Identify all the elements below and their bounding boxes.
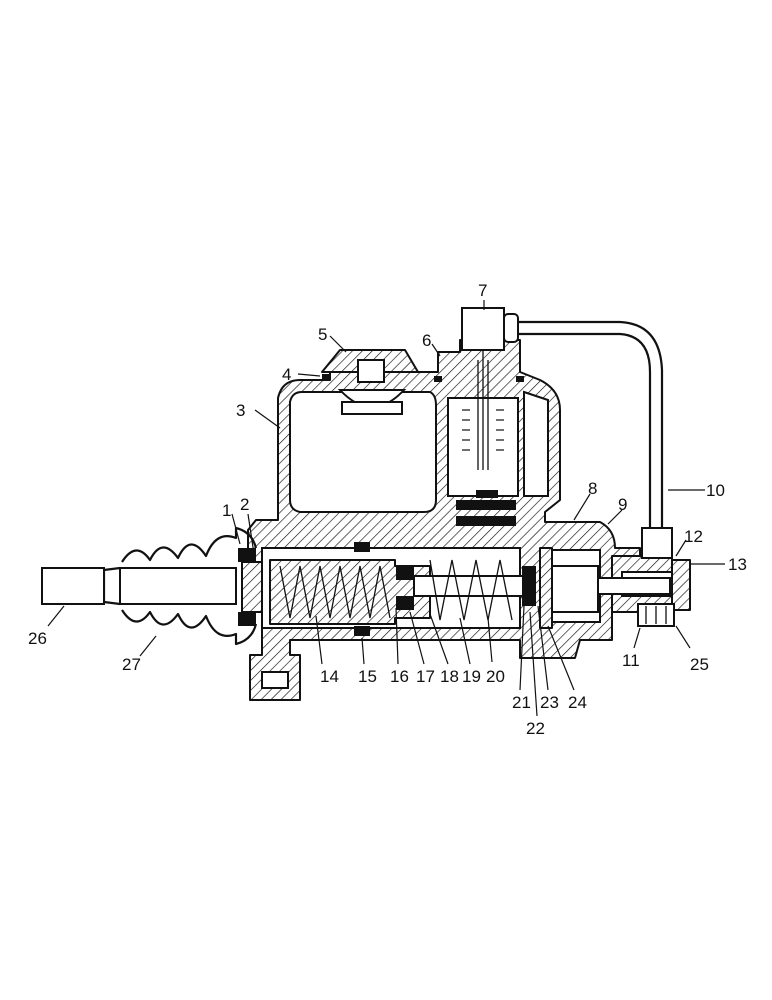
valve-tower xyxy=(434,307,524,526)
callout-7: 7 xyxy=(478,281,487,300)
callout-27: 27 xyxy=(122,655,141,674)
callout-14: 14 xyxy=(320,667,339,686)
callout-8: 8 xyxy=(588,479,597,498)
callout-1: 1 xyxy=(222,501,231,520)
callout-10: 10 xyxy=(706,481,725,500)
callout-23: 23 xyxy=(540,693,559,712)
callout-11: 11 xyxy=(622,651,640,670)
brake-pipe xyxy=(518,320,673,559)
reservoir-cap xyxy=(321,349,419,415)
callout-19: 19 xyxy=(462,667,481,686)
callout-20: 20 xyxy=(486,667,505,686)
callout-6: 6 xyxy=(422,331,431,350)
callout-5: 5 xyxy=(318,325,327,344)
callout-26: 26 xyxy=(28,629,47,648)
callout-13: 13 xyxy=(728,555,747,574)
callout-12: 12 xyxy=(684,527,703,546)
callout-25: 25 xyxy=(690,655,709,674)
callout-24: 24 xyxy=(568,693,587,712)
callout-3: 3 xyxy=(236,401,245,420)
callout-16: 16 xyxy=(390,667,409,686)
callout-21: 21 xyxy=(512,693,531,712)
callout-4: 4 xyxy=(282,365,291,384)
callout-17: 17 xyxy=(416,667,435,686)
callout-15: 15 xyxy=(358,667,377,686)
piston-assembly xyxy=(269,542,671,636)
callout-labels: 1 2 3 4 5 6 7 8 9 10 11 12 13 14 15 16 1… xyxy=(28,281,747,738)
callout-9: 9 xyxy=(618,495,627,514)
callout-22: 22 xyxy=(526,719,545,738)
callout-2: 2 xyxy=(240,495,249,514)
callout-18: 18 xyxy=(440,667,459,686)
input-push-rod xyxy=(41,526,263,646)
